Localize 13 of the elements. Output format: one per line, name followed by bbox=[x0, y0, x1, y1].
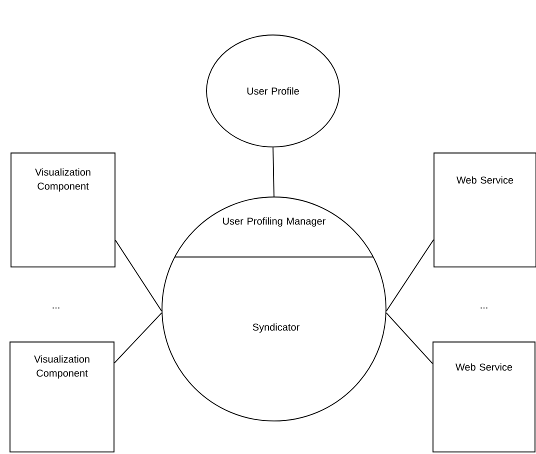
ellipsis-label: ... bbox=[52, 307, 60, 309]
component-label: Syndicator bbox=[252, 323, 300, 333]
component-box: Web Service bbox=[432, 342, 536, 452]
component-box: Visualization Component bbox=[10, 342, 114, 452]
ellipsis-label: ... bbox=[480, 307, 488, 309]
connector-line bbox=[386, 239, 434, 312]
component-label: User Profiling Manager bbox=[223, 217, 326, 227]
connector-line bbox=[114, 312, 162, 364]
connector-line bbox=[386, 312, 433, 364]
component-box: Visualization Component bbox=[10, 152, 116, 268]
component-box: Web Service bbox=[434, 152, 536, 268]
connector-line bbox=[115, 240, 162, 312]
connector-line bbox=[272, 147, 274, 197]
